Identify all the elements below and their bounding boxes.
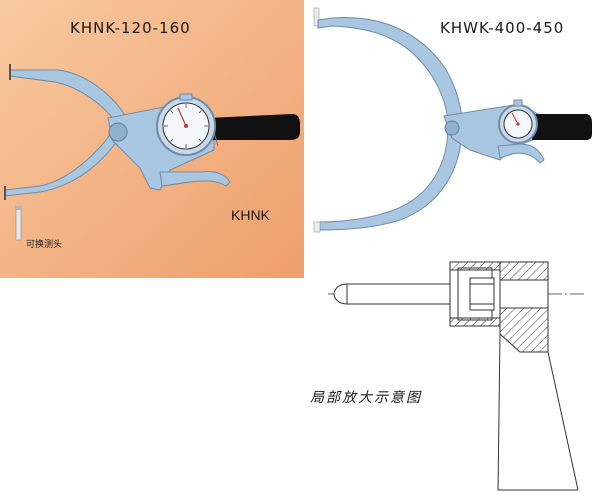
khwk-handle [532, 114, 592, 140]
khnk-caliper [4, 64, 300, 200]
detail-probe-rod [333, 283, 463, 305]
khnk-model-label: KHNK-120-160 [70, 19, 191, 37]
detail-arm [497, 333, 579, 491]
khnk-series-label: KHNK [231, 207, 270, 223]
khwk-dial-needle [511, 112, 519, 125]
khnk-dial-ticks [164, 104, 208, 148]
khnk-lever [159, 171, 231, 187]
khnk-pivot [108, 122, 128, 142]
detail-caption: 局部放大示意图 [310, 390, 422, 406]
khwk-pivot [444, 120, 460, 136]
khwk-lever [497, 143, 545, 164]
replaceable-probe [15, 206, 22, 241]
probe-label: 可换测头 [26, 240, 63, 250]
detail-drawing [328, 261, 584, 491]
khwk-arc-arm [319, 125, 463, 231]
khwk-caliper [313, 7, 592, 233]
khwk-model-label: KHWK-400-450 [440, 19, 565, 37]
khnk-dial-needle [177, 107, 187, 127]
khnk-handle [208, 114, 300, 140]
